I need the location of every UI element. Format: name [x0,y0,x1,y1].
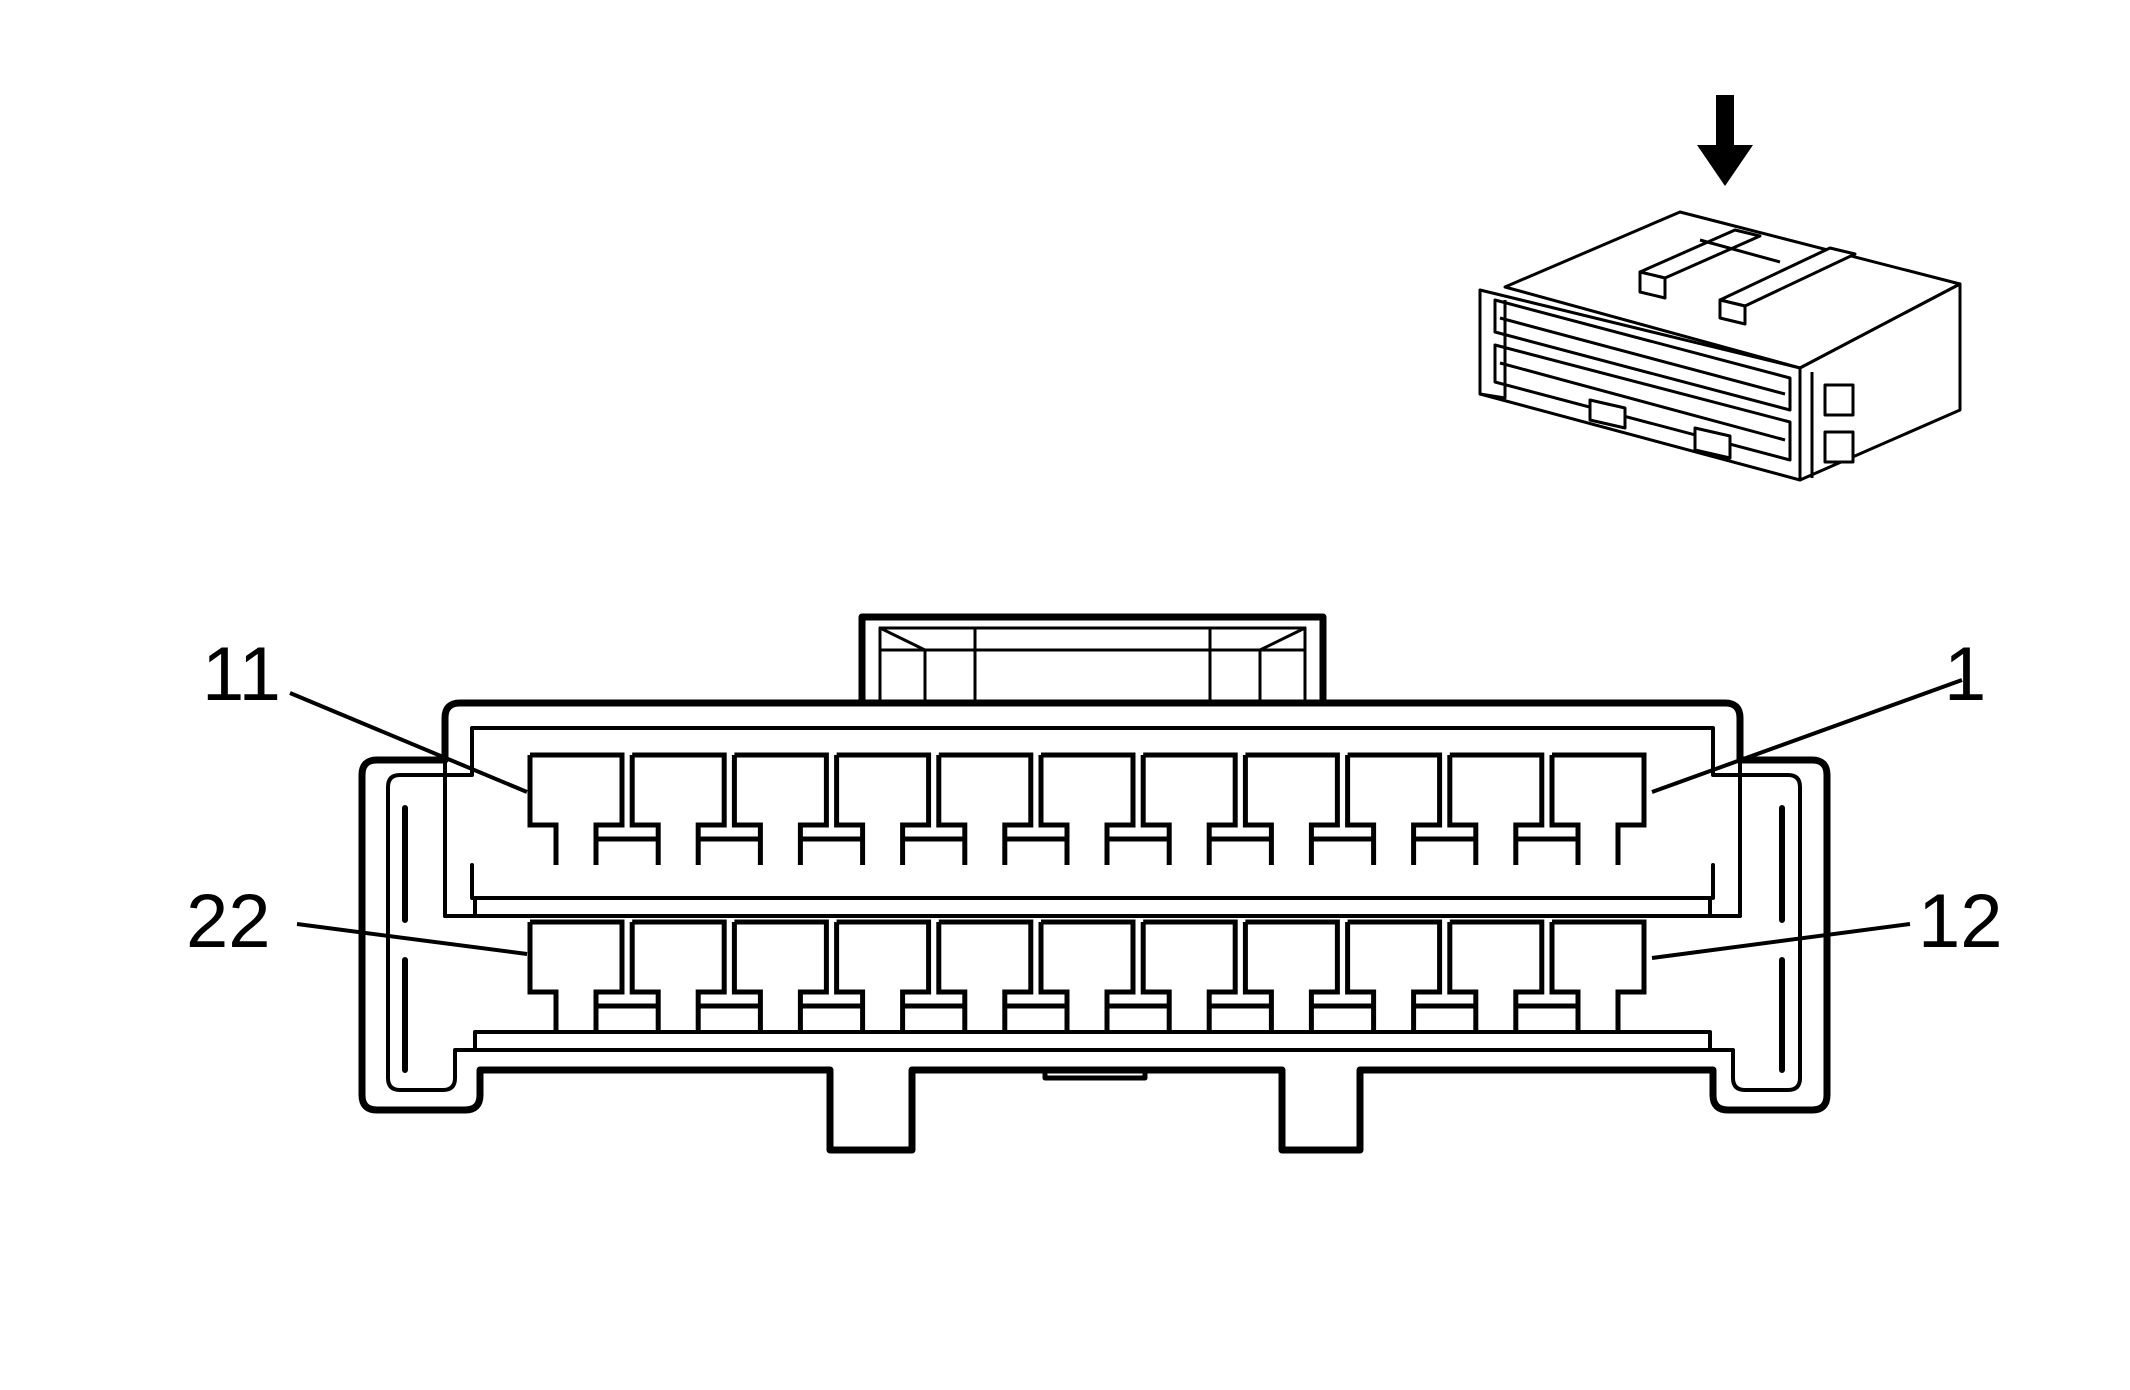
terminal-cavity-6 [1038,752,1136,865]
terminal-cavity-13 [1447,919,1545,1032]
terminal-cavity-16 [1140,919,1238,1032]
terminal-cavities [527,752,1647,1032]
terminal-cavity-14 [1345,919,1443,1032]
terminal-cavity-21 [629,919,727,1032]
terminal-cavity-1 [1549,752,1647,865]
pin-label-11: 11 [202,632,281,717]
leader-line-11 [289,691,528,794]
terminal-cavity-19 [834,919,932,1032]
terminal-cavity-11 [527,752,625,865]
terminal-cavity-17 [1038,919,1136,1032]
pin-label-22: 22 [186,879,271,964]
terminal-cavity-9 [731,752,829,865]
pin-label-12: 12 [1918,879,2003,964]
terminal-cavity-10 [629,752,727,865]
terminal-cavity-8 [834,752,932,865]
leader-lines [289,678,1963,960]
terminal-cavity-5 [1140,752,1238,865]
leader-line-22 [296,922,528,956]
leader-line-1 [1651,678,1963,794]
down-arrow-icon [1697,95,1753,186]
terminal-cavity-4 [1242,752,1340,865]
leader-line-12 [1651,922,1911,960]
terminal-cavity-15 [1242,919,1340,1032]
terminal-cavity-12 [1549,919,1647,1032]
terminal-cavity-2 [1447,752,1545,865]
pin-label-1: 1 [1944,632,1986,717]
connector-housing [358,613,1831,1154]
terminal-cavity-22 [527,919,625,1032]
terminal-cavity-18 [936,919,1034,1032]
terminal-cavity-7 [936,752,1034,865]
connector-isometric-icon [1478,210,1962,482]
terminal-cavity-20 [731,919,829,1032]
terminal-cavity-3 [1345,752,1443,865]
